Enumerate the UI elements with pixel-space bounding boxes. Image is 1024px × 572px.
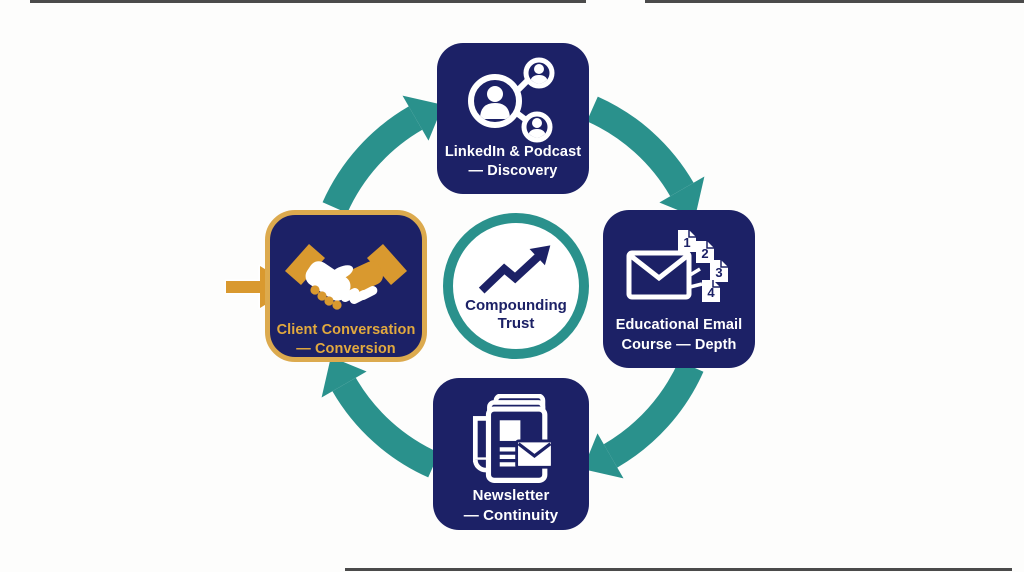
- network-people-icon: [468, 57, 555, 143]
- node-label: Client Conversation — Conversion: [270, 321, 422, 373]
- page-number: 3: [715, 265, 722, 280]
- node-label-line1: Educational Email: [615, 317, 743, 334]
- page-number: 1: [683, 235, 690, 250]
- node-label: Educational Email Course — Depth: [603, 316, 755, 368]
- node-label-line1: Client Conversation: [276, 322, 416, 338]
- node-linkedin-podcast: LinkedIn & Podcast — Discovery: [437, 43, 589, 194]
- node-label-line1: LinkedIn & Podcast: [444, 144, 582, 160]
- page-number: 4: [707, 285, 715, 300]
- center-hub: Compounding Trust: [443, 213, 589, 359]
- node-newsletter: Newsletter — Continuity: [433, 378, 589, 530]
- center-label-line2: Trust: [497, 314, 535, 332]
- screen-edge-artifact-bottom: [345, 568, 1012, 571]
- cycle-arrow-right-to-bottom: [603, 360, 704, 468]
- center-label: Compounding Trust: [465, 297, 567, 332]
- cycle-arrow-left-to-top: [322, 106, 423, 214]
- arrowhead-to-bottom-node: [582, 433, 624, 479]
- node-label-line2: — Continuity: [463, 507, 559, 525]
- node-email-course: 1 2 3 4 Educational Email Course — Depth: [603, 210, 755, 368]
- center-label-line1: Compounding: [465, 296, 567, 314]
- newsletter-icon: [472, 394, 554, 483]
- page-number: 2: [701, 246, 708, 261]
- screen-edge-artifact-top-left: [30, 0, 586, 3]
- arrowhead-to-top-node: [402, 95, 444, 141]
- node-label-line2: — Discovery: [468, 163, 558, 180]
- node-label: Newsletter — Continuity: [433, 486, 589, 539]
- email-course-icon: 1 2 3 4: [626, 230, 728, 302]
- arrowhead-to-right-node: [659, 176, 705, 218]
- node-label-line2: — Conversion: [296, 341, 396, 358]
- screen-edge-artifact-top-right: [645, 0, 1024, 3]
- cycle-arrow-bottom-to-left: [332, 377, 440, 478]
- arrowhead-to-left-node: [321, 356, 367, 398]
- node-label-line1: Newsletter: [472, 487, 550, 504]
- trend-arrow-icon: [478, 245, 551, 294]
- node-label-line2: Course — Depth: [621, 336, 737, 353]
- handshake-icon: [285, 244, 407, 310]
- node-client-conversation: Client Conversation — Conversion: [265, 210, 427, 362]
- cycle-arrow-top-to-right: [586, 96, 694, 197]
- node-label: LinkedIn & Podcast — Discovery: [437, 143, 589, 195]
